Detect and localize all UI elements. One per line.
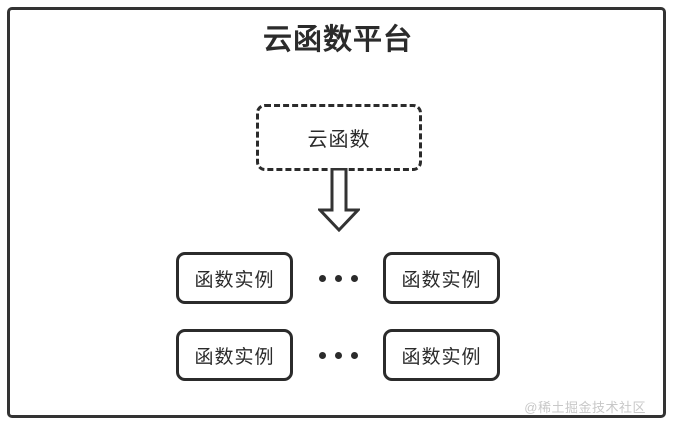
watermark: @稀土掘金技术社区 xyxy=(524,400,646,415)
function-instance-label: 函数实例 xyxy=(194,346,275,368)
instance-row: 函数实例 函数实例 xyxy=(0,329,676,381)
dot-icon xyxy=(350,351,358,359)
function-instance-node: 函数实例 xyxy=(383,329,500,381)
ellipsis-icon xyxy=(293,351,383,359)
function-instance-label: 函数实例 xyxy=(194,269,275,291)
function-instance-node: 函数实例 xyxy=(383,252,500,304)
function-instance-label: 函数实例 xyxy=(401,269,482,291)
dot-icon xyxy=(318,351,326,359)
dot-icon xyxy=(334,351,342,359)
page-title: 云函数平台 xyxy=(262,24,413,56)
down-arrow-icon xyxy=(316,167,362,233)
instance-row: 函数实例 函数实例 xyxy=(0,252,676,304)
dot-icon xyxy=(334,274,342,282)
function-instance-node: 函数实例 xyxy=(176,329,293,381)
cloud-function-node: 云函数 xyxy=(256,104,422,171)
function-instance-node: 函数实例 xyxy=(176,252,293,304)
dot-icon xyxy=(350,274,358,282)
function-instance-label: 函数实例 xyxy=(401,346,482,368)
cloud-function-label: 云函数 xyxy=(307,129,371,151)
ellipsis-icon xyxy=(293,274,383,282)
dot-icon xyxy=(318,274,326,282)
